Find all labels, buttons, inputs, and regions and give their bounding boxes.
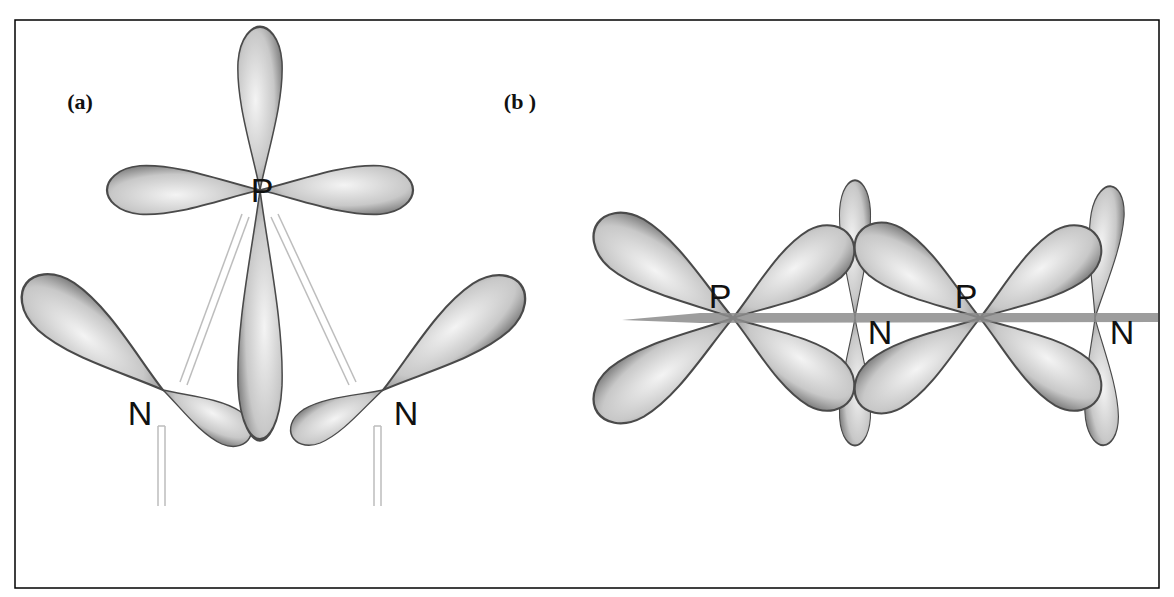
panel-a-orbitals bbox=[8, 27, 539, 455]
atom-label: P bbox=[955, 279, 978, 313]
atom-label: P bbox=[251, 173, 274, 207]
frame-border bbox=[15, 20, 1159, 588]
atom-label: N bbox=[394, 396, 419, 430]
atom-label: N bbox=[1110, 315, 1135, 349]
bond-lines bbox=[158, 214, 381, 506]
atom-label: P bbox=[709, 279, 732, 313]
atom-label: N bbox=[868, 315, 893, 349]
panel-label: (a) bbox=[67, 91, 93, 113]
panel-label: (b ) bbox=[504, 91, 536, 113]
atom-label: N bbox=[128, 396, 153, 430]
